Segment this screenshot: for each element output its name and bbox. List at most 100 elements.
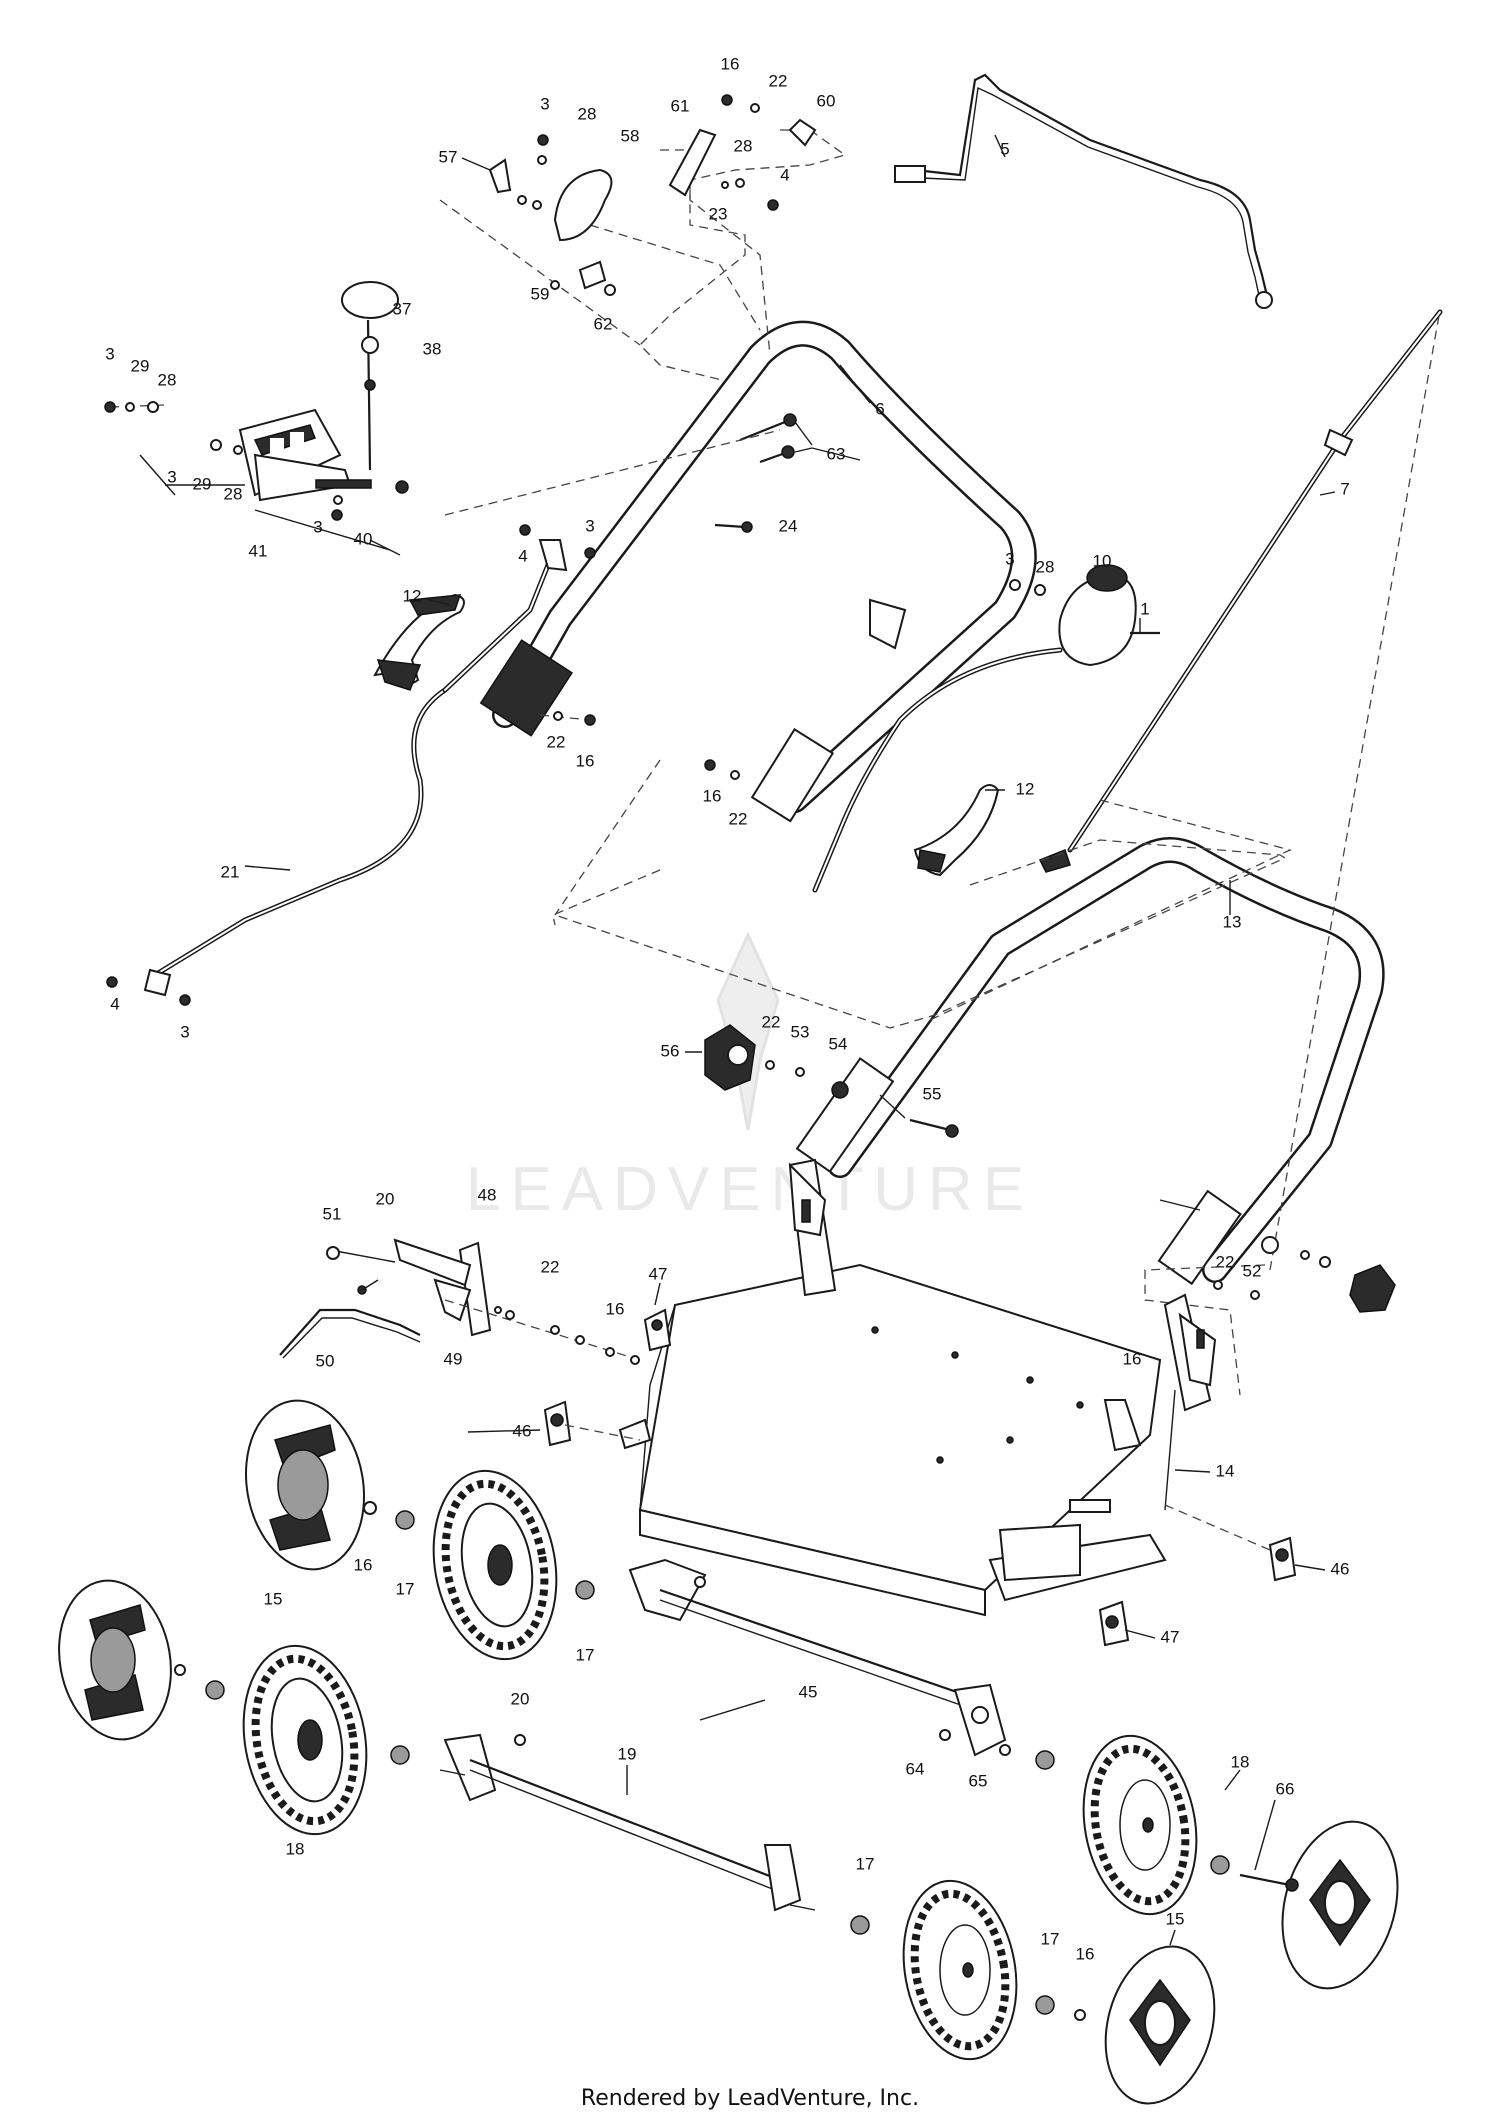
label-22: 22 (547, 732, 566, 751)
label-17: 17 (1041, 1929, 1060, 1948)
label-13: 13 (1223, 912, 1242, 931)
label-57: 57 (439, 147, 458, 166)
part-labels: 1 3 3 3 3 3 3 3 4 4 4 5 6 7 10 12 12 13 … (105, 54, 1349, 1963)
label-1: 1 (1140, 599, 1149, 618)
label-15: 15 (1166, 1909, 1185, 1928)
leader-lines (244, 134, 1336, 1946)
upper-handle (479, 320, 1037, 823)
label-17: 17 (576, 1645, 595, 1664)
label-22: 22 (729, 809, 748, 828)
cable-7 (1038, 309, 1443, 873)
label-28: 28 (224, 484, 243, 503)
label-53: 53 (791, 1022, 810, 1041)
bolts-63 (739, 413, 813, 464)
label-3: 3 (167, 467, 176, 486)
label-22: 22 (762, 1012, 781, 1031)
label-16: 16 (721, 54, 740, 73)
label-5: 5 (1000, 139, 1009, 158)
label-38: 38 (423, 339, 442, 358)
label-12: 12 (403, 586, 422, 605)
label-16: 16 (576, 751, 595, 770)
label-22: 22 (1216, 1252, 1235, 1271)
label-10: 10 (1093, 551, 1112, 570)
wheel-18-front-right (1082, 1734, 1198, 1916)
label-21: 21 (221, 862, 240, 881)
label-41: 41 (249, 541, 268, 560)
switch-10 (812, 564, 1160, 893)
deck (618, 1158, 1217, 1617)
cable-21 (106, 524, 596, 1006)
label-37: 37 (393, 299, 412, 318)
label-15: 15 (264, 1589, 283, 1608)
label-59: 59 (531, 284, 550, 303)
wheel-spacers (174, 1501, 1230, 2021)
label-16: 16 (606, 1299, 625, 1318)
axle-45 (628, 1558, 1007, 1757)
label-16: 16 (1123, 1349, 1142, 1368)
label-16: 16 (354, 1555, 373, 1574)
label-6: 6 (875, 399, 884, 418)
label-3: 3 (585, 516, 594, 535)
label-17: 17 (856, 1854, 875, 1873)
lever-12-right (913, 784, 1000, 877)
label-52: 52 (1243, 1261, 1262, 1280)
wheel-hubcap-15-front-left (245, 1399, 365, 1571)
brackets-46-47 (543, 1308, 1297, 1647)
label-3: 3 (1005, 549, 1014, 568)
label-28: 28 (734, 136, 753, 155)
knob-right (1159, 1199, 1396, 1313)
footer-credit: Rendered by LeadVenture, Inc. (580, 2086, 920, 2111)
label-66: 66 (1276, 1779, 1295, 1798)
handle-hardware-top (488, 94, 817, 296)
knob-56 (704, 1024, 959, 1138)
label-3: 3 (313, 517, 322, 536)
label-60: 60 (817, 91, 836, 110)
label-14: 14 (1216, 1461, 1235, 1480)
label-50: 50 (316, 1351, 335, 1370)
label-28: 28 (158, 370, 177, 389)
control-panel (139, 281, 409, 556)
label-23: 23 (709, 204, 728, 223)
label-58: 58 (621, 126, 640, 145)
label-4: 4 (518, 546, 527, 565)
wheel-18-rear-left (242, 1644, 368, 1836)
label-4: 4 (780, 165, 789, 184)
label-17: 17 (396, 1579, 415, 1598)
label-3: 3 (105, 344, 114, 363)
label-18: 18 (1231, 1752, 1250, 1771)
label-12: 12 (1016, 779, 1035, 798)
label-61: 61 (671, 96, 690, 115)
watermark-logo: LEADVENTURE (466, 931, 1034, 1224)
label-28: 28 (1036, 557, 1055, 576)
label-40: 40 (354, 529, 373, 548)
label-64: 64 (906, 1759, 925, 1778)
label-3: 3 (180, 1022, 189, 1041)
label-20: 20 (511, 1689, 530, 1708)
label-47: 47 (649, 1264, 668, 1283)
depth-adjust-lever (279, 1238, 641, 1365)
label-28: 28 (578, 104, 597, 123)
label-48: 48 (478, 1185, 497, 1204)
label-29: 29 (193, 474, 212, 493)
label-16: 16 (1076, 1944, 1095, 1963)
bolts-near-lever (539, 521, 753, 780)
label-62: 62 (594, 314, 613, 333)
lever-12-left (373, 593, 465, 691)
label-45: 45 (799, 1682, 818, 1701)
label-54: 54 (829, 1034, 848, 1053)
label-65: 65 (969, 1771, 988, 1790)
label-47: 47 (1161, 1627, 1180, 1646)
label-55: 55 (923, 1084, 942, 1103)
label-16: 16 (703, 786, 722, 805)
label-3: 3 (540, 94, 549, 113)
label-4: 4 (110, 994, 119, 1013)
label-20: 20 (376, 1189, 395, 1208)
label-18: 18 (286, 1839, 305, 1858)
label-22: 22 (541, 1257, 560, 1276)
label-24: 24 (779, 516, 798, 535)
wheel-hubcap-15-rear-right (1104, 1945, 1216, 2105)
label-46: 46 (1331, 1559, 1350, 1578)
wheel-hubcap-66-right (1239, 1820, 1399, 1990)
watermark-text: LEADVENTURE (466, 1155, 1034, 1224)
